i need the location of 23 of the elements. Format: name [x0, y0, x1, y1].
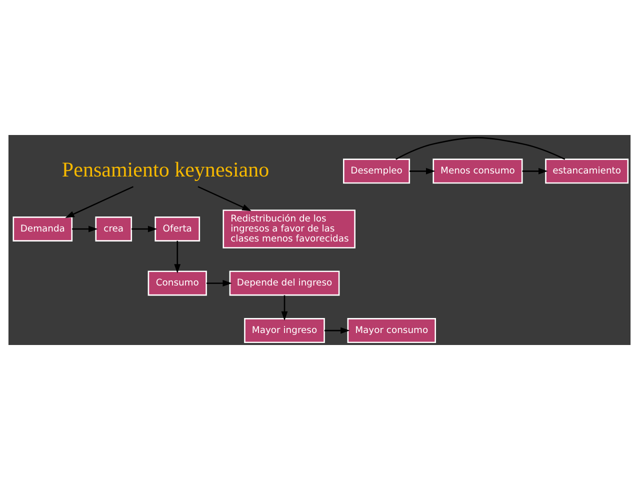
arrow	[174, 240, 181, 274]
node-box: Redistribución de los ingresos a favor de las clases menos favorecidas	[222, 210, 356, 248]
arrow	[132, 226, 158, 232]
node-box: Oferta	[154, 216, 200, 242]
node-box: Consumo	[148, 270, 207, 296]
node-box: crea	[95, 216, 132, 242]
node-box: estancamiento	[545, 158, 629, 184]
arrow	[281, 295, 288, 321]
arrow	[198, 186, 252, 212]
arrow	[206, 280, 232, 286]
node-box: Menos consumo	[432, 158, 523, 184]
arrow	[324, 327, 350, 334]
arrow	[72, 226, 98, 232]
arrow	[410, 168, 436, 174]
connector	[396, 137, 566, 160]
arrow	[65, 186, 134, 218]
arrow	[522, 168, 548, 174]
node-box: Demanda	[12, 216, 73, 242]
node-box: Desempleo	[343, 158, 410, 184]
node-box: Mayor consumo	[347, 318, 436, 344]
node-box: Mayor ingreso	[244, 318, 325, 344]
node-box: Depende del ingreso	[229, 270, 340, 296]
node-text: Pensamiento keynesiano	[62, 157, 270, 182]
